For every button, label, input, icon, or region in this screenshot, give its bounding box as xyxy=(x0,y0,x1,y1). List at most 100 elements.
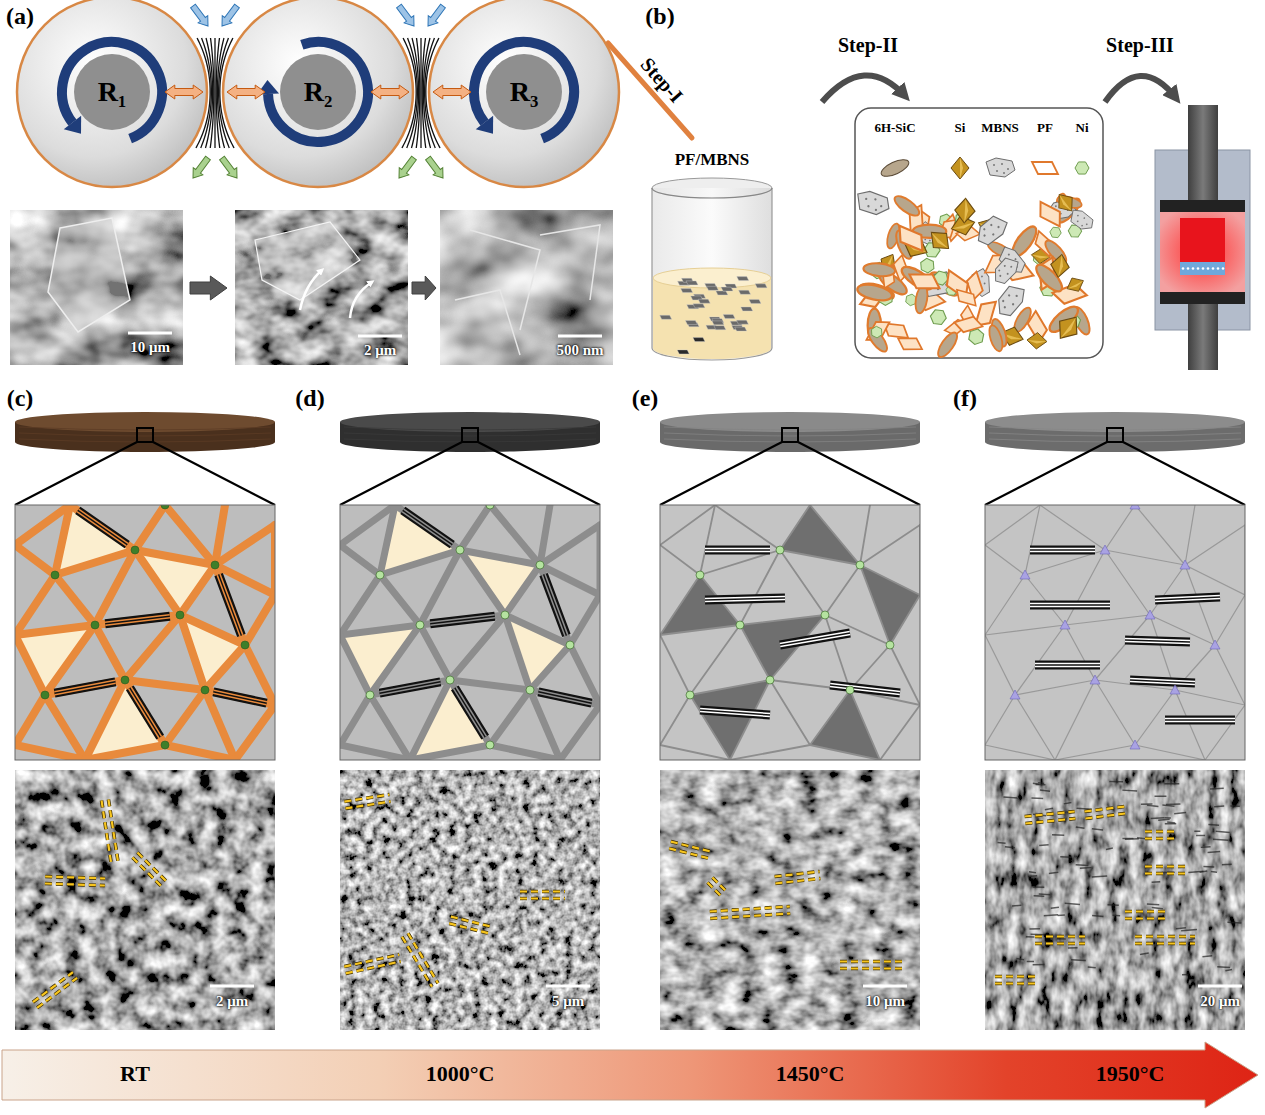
nanosheet xyxy=(755,284,767,288)
beaker-outline xyxy=(642,148,782,370)
sheet-marker xyxy=(995,982,1035,986)
particle-ni xyxy=(1075,162,1089,174)
particle-mbns xyxy=(999,275,1002,278)
sem-image xyxy=(985,770,1245,1030)
rotation-arrow xyxy=(268,42,368,142)
graphene-sheet xyxy=(700,710,770,715)
sem-flake xyxy=(1068,947,1078,949)
particle-mbns xyxy=(993,281,1028,320)
graphene-sheet xyxy=(430,616,495,624)
sample-grain xyxy=(1197,267,1200,270)
step-label: Step-II xyxy=(838,34,898,56)
grain-boundary xyxy=(410,680,450,760)
grain-boundary xyxy=(135,550,180,615)
sem-flake xyxy=(1227,922,1241,924)
graphene-sheet xyxy=(544,575,567,636)
grain-boundary xyxy=(1205,705,1245,760)
solution xyxy=(653,278,771,359)
sem-flake xyxy=(1028,875,1037,877)
graphene-sheet xyxy=(1155,597,1220,600)
grain-particle xyxy=(566,641,574,649)
grain-particle xyxy=(1210,640,1220,649)
grain-boundary xyxy=(85,680,125,760)
sem-flake xyxy=(1213,839,1229,840)
grain-particle xyxy=(176,611,184,619)
nanosheet xyxy=(677,350,689,354)
sem-flake xyxy=(1033,886,1045,888)
beaker-wall xyxy=(652,188,772,360)
particle-pf xyxy=(954,290,978,306)
graphene-sheet xyxy=(1030,549,1095,550)
panel-label: (b) xyxy=(645,3,674,29)
graphene-sheet xyxy=(1130,680,1195,683)
grain-boundary xyxy=(1215,595,1245,645)
grain-particle xyxy=(846,686,854,694)
sem-flake xyxy=(1039,893,1050,895)
grain-boundary xyxy=(540,525,600,565)
sem-flake xyxy=(1166,803,1180,805)
sheet-marker xyxy=(108,799,118,864)
grain-particle xyxy=(501,611,509,619)
graphene-sheet xyxy=(219,575,242,636)
graphene-sheet xyxy=(1030,548,1095,553)
sheet-marker xyxy=(346,801,391,808)
scale-bar xyxy=(210,985,254,988)
grain-boundary xyxy=(1150,565,1185,615)
matrix xyxy=(660,505,920,760)
grain-boundary xyxy=(85,745,165,760)
graphene-sheet xyxy=(130,688,160,737)
particle-mbns xyxy=(983,228,986,231)
sheet-marker xyxy=(710,913,790,918)
panel-label: (c) xyxy=(7,385,34,411)
particle-mbns xyxy=(874,198,877,201)
particle-si xyxy=(951,157,969,179)
pore xyxy=(660,575,740,635)
grain-boundary xyxy=(660,695,690,745)
roller-body xyxy=(429,0,619,187)
sheet-marker xyxy=(1145,837,1175,841)
particle-mbns xyxy=(1081,224,1083,226)
sheet-marker xyxy=(1125,917,1165,919)
scale-bar xyxy=(558,335,602,338)
scale-bar xyxy=(358,335,402,338)
processing-illustration xyxy=(822,75,1176,360)
temperature-label: 1950°C xyxy=(1096,1062,1165,1086)
particle-si xyxy=(1067,281,1084,291)
grain-particle xyxy=(526,686,534,694)
particle-pf xyxy=(894,226,928,251)
sem-flake xyxy=(1158,819,1169,821)
particle-sic xyxy=(865,325,891,354)
sheet-marker xyxy=(408,933,438,983)
grain-boundary xyxy=(825,615,850,690)
particle-si xyxy=(929,232,948,250)
roller-label: R₃ xyxy=(510,77,539,108)
particle-mbns xyxy=(1007,253,1010,256)
sem-flake xyxy=(1027,961,1034,963)
grain-boundary xyxy=(1025,575,1065,625)
graphene-sheet xyxy=(380,682,441,693)
sheet-marker xyxy=(402,937,432,987)
graphene-sheet xyxy=(1125,640,1190,642)
sem-flake xyxy=(1208,824,1219,826)
grain-boundary xyxy=(95,625,125,680)
roller-circle: R₁ xyxy=(15,0,209,189)
sheet-marker xyxy=(1025,812,1075,817)
grain-particle xyxy=(131,546,139,554)
sem-flake xyxy=(1230,805,1239,807)
sem-flake xyxy=(1026,936,1034,938)
particle-mbns xyxy=(1077,220,1079,222)
particle-si xyxy=(1049,253,1071,279)
grain-boundary xyxy=(95,550,135,625)
sem-flake xyxy=(1174,812,1186,813)
pore xyxy=(410,680,490,760)
graphene-sheet xyxy=(544,575,567,636)
graphene-sheet xyxy=(55,682,116,693)
sem-flake xyxy=(1052,834,1064,836)
sheet-marker xyxy=(1035,942,1085,944)
particle-sic xyxy=(987,324,1005,353)
particle-mbns xyxy=(1055,205,1057,207)
particle-mbns xyxy=(993,164,995,166)
sample-disc xyxy=(985,412,1245,505)
temperature-label: 1450°C xyxy=(776,1062,845,1086)
